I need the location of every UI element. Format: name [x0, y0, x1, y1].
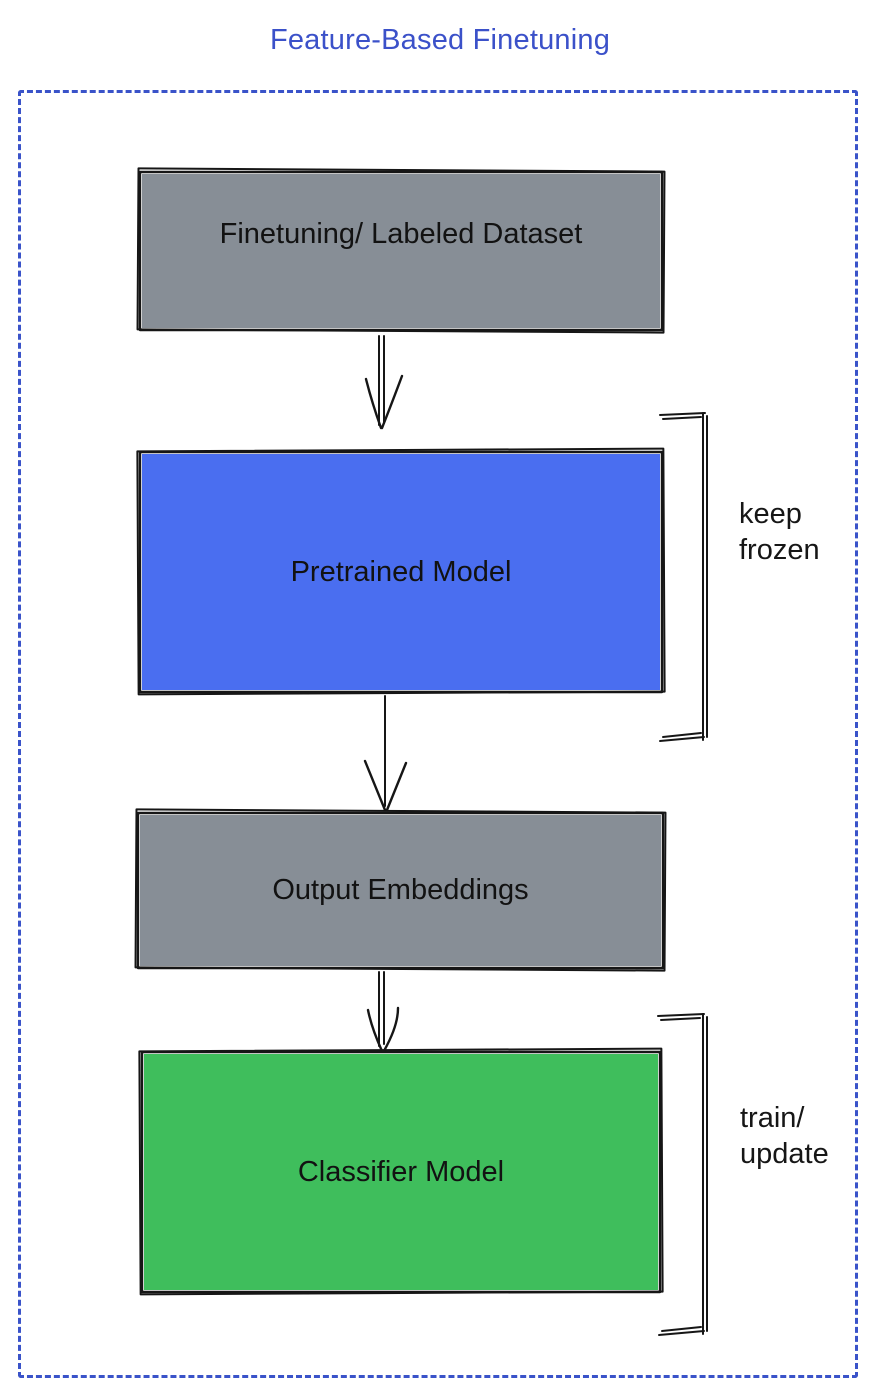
keep-frozen-annotation: keep frozen — [739, 496, 820, 568]
classifier-label: Classifier Model — [297, 1155, 505, 1188]
keep-frozen-line1: keep — [739, 498, 802, 530]
dashed-frame — [18, 90, 858, 1378]
embeddings-label: Output Embeddings — [272, 874, 529, 906]
pretrained-label: Pretrained Model — [290, 555, 512, 588]
diagram-title: Feature-Based Finetuning — [269, 24, 611, 56]
keep-frozen-line2: frozen — [739, 534, 820, 566]
dataset-label: Finetuning/ Labeled Dataset — [219, 217, 583, 250]
train-update-line2: update — [740, 1138, 829, 1170]
train-update-line1: train/ — [740, 1102, 805, 1134]
train-update-annotation: train/ update — [740, 1100, 829, 1172]
